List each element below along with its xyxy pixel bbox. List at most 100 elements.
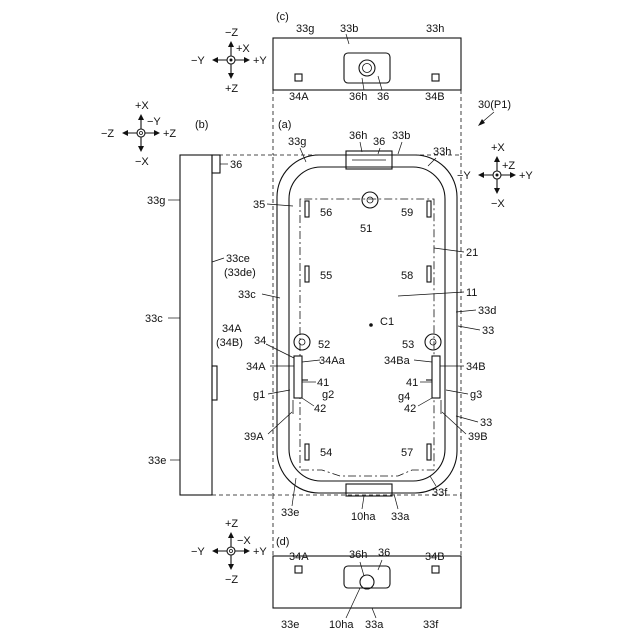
view-d-hole-36h xyxy=(360,575,374,589)
figure-ref: 30(P1) xyxy=(478,99,511,111)
view-c-foot-34B xyxy=(432,74,439,81)
label-d-36h: 36h xyxy=(349,549,367,561)
label-d-33a: 33a xyxy=(365,619,384,631)
label-a-C1: C1 xyxy=(380,316,394,328)
label-a-33r2: 33 xyxy=(480,417,492,429)
label-c-33g: 33g xyxy=(296,23,314,35)
label-b-34B: (34B) xyxy=(216,337,243,349)
slot-59 xyxy=(427,201,431,217)
clip-34A xyxy=(294,356,302,398)
label-d-36: 36 xyxy=(378,547,390,559)
frame-outer xyxy=(277,155,457,493)
label-a-56: 56 xyxy=(320,207,332,219)
svg-text:−Z: −Z xyxy=(225,574,238,586)
label-a-42r: 42 xyxy=(404,403,416,415)
view-c-foot-34A xyxy=(295,74,302,81)
svg-text:−X: −X xyxy=(237,535,251,547)
svg-text:−Y: −Y xyxy=(147,116,161,128)
component-21-outline xyxy=(300,199,434,476)
label-a-54: 54 xyxy=(320,447,332,459)
label-c-33h: 33h xyxy=(426,23,444,35)
svg-text:+Z: +Z xyxy=(502,160,515,172)
hole-51 xyxy=(362,192,378,208)
slot-58 xyxy=(427,266,431,282)
clip-34B xyxy=(432,356,440,398)
label-a-33b: 33b xyxy=(392,130,410,142)
label-a-42l: 42 xyxy=(314,403,326,415)
view-d-hook-36 xyxy=(344,566,390,588)
label-a-41r: 41 xyxy=(406,377,418,389)
label-b-36: 36 xyxy=(230,159,242,171)
label-a-34A: 34A xyxy=(246,361,266,373)
label-a-39B: 39B xyxy=(468,431,488,443)
axis-symbol-right: +X +Y −Y −X +Z xyxy=(457,142,533,210)
view-b-label: (b) xyxy=(195,119,208,131)
view-b-hook-36 xyxy=(212,155,220,173)
label-c-33b: 33b xyxy=(340,23,358,35)
slot-57 xyxy=(427,444,431,460)
svg-text:+X: +X xyxy=(491,142,505,154)
view-a-notch-10ha xyxy=(346,484,392,496)
view-d-label: (d) xyxy=(276,536,289,548)
svg-text:+Z: +Z xyxy=(225,83,238,95)
slot-54 xyxy=(305,444,309,460)
slot-56 xyxy=(305,201,309,217)
label-a-34B: 34B xyxy=(466,361,486,373)
label-a-41l: 41 xyxy=(317,377,329,389)
svg-text:−Y: −Y xyxy=(191,55,205,67)
label-a-33c: 33c xyxy=(238,289,256,301)
view-d-body xyxy=(273,556,461,608)
view-b-foot-34 xyxy=(212,366,217,400)
label-c-34B: 34B xyxy=(425,91,445,103)
slot-55 xyxy=(305,266,309,282)
svg-text:+X: +X xyxy=(236,43,250,55)
label-b-33ce: 33ce xyxy=(226,253,250,265)
label-a-21: 21 xyxy=(466,247,478,259)
svg-text:+Z: +Z xyxy=(225,518,238,530)
label-b-33de: (33de) xyxy=(224,267,256,279)
svg-text:−X: −X xyxy=(491,198,505,210)
view-a-label: (a) xyxy=(278,119,291,131)
view-b-side: (b) 36 33g 33ce (33de) 33c 34A (34B) 33e xyxy=(145,119,256,495)
label-a-33d: 33d xyxy=(478,305,496,317)
hole-53 xyxy=(425,334,441,350)
label-a-36h: 36h xyxy=(349,130,367,142)
label-a-51: 51 xyxy=(360,223,372,235)
label-a-34Ba: 34Ba xyxy=(384,355,411,367)
label-a-10ha: 10ha xyxy=(351,511,376,523)
label-a-33: 33 xyxy=(482,325,494,337)
svg-text:−Y: −Y xyxy=(191,546,205,558)
svg-text:+Z: +Z xyxy=(163,128,176,140)
label-d-34B: 34B xyxy=(425,551,445,563)
label-a-39A: 39A xyxy=(244,431,264,443)
frame-inner xyxy=(289,167,445,481)
label-a-35: 35 xyxy=(253,199,265,211)
view-c-label: (c) xyxy=(276,11,289,23)
axis-symbol-bottom: +Z +Y −Y −Z −X xyxy=(191,518,267,586)
hole-52 xyxy=(294,334,310,350)
svg-text:−X: −X xyxy=(135,156,149,168)
label-a-11: 11 xyxy=(466,287,477,299)
svg-text:−Z: −Z xyxy=(225,27,238,39)
label-a-36: 36 xyxy=(373,136,385,148)
svg-text:+Y: +Y xyxy=(253,546,267,558)
label-a-34: 34 xyxy=(254,335,266,347)
label-a-g2: g2 xyxy=(322,389,334,401)
label-a-52: 52 xyxy=(318,339,330,351)
view-d-bottom: (d) 34A 36h 36 34B 33e 10ha 33a 33f xyxy=(273,536,461,631)
label-a-g4: g4 xyxy=(398,391,410,403)
label-d-34A: 34A xyxy=(289,551,309,563)
label-a-34Aa: 34Aa xyxy=(319,355,346,367)
view-c-top: (c) 33g 33b 33h 34A 36h 36 34B xyxy=(273,11,461,103)
view-d-foot-34B xyxy=(432,566,439,573)
label-b-33g: 33g xyxy=(147,195,165,207)
label-c-36h: 36h xyxy=(349,91,367,103)
label-d-33f: 33f xyxy=(423,619,439,631)
axis-symbol-left: +X +Z −Z −X −Y xyxy=(101,100,176,168)
label-b-34A: 34A xyxy=(222,323,242,335)
label-c-36: 36 xyxy=(377,91,389,103)
label-b-33c: 33c xyxy=(145,313,163,325)
view-d-foot-34A xyxy=(295,566,302,573)
svg-text:−Z: −Z xyxy=(101,128,114,140)
